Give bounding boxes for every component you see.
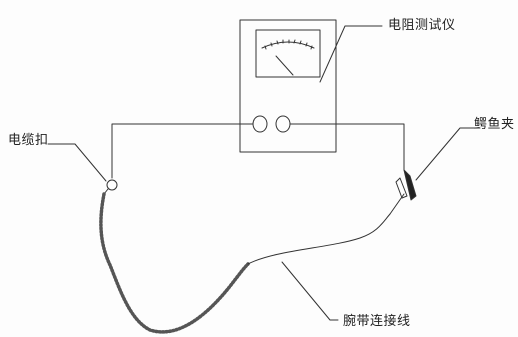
clip-callout-line [415, 127, 481, 181]
tester-callout-line [319, 25, 383, 83]
alligator-clip-icon [389, 169, 417, 215]
resistance-tester-label: 电阻测试仪 [388, 18, 456, 33]
alligator-clip-label: 鳄鱼夹 [474, 117, 515, 132]
cable-buckle-label: 电缆扣 [8, 133, 49, 148]
resistance-tester-body [239, 19, 337, 153]
wristband-coiled-cord [100, 193, 249, 333]
wristband-connecting-wire [247, 213, 391, 265]
cable-buckle-icon [106, 179, 118, 191]
band-callout-line [281, 261, 339, 321]
meter-scale-arc [261, 41, 315, 49]
right-terminal [275, 115, 291, 133]
tester-to-buckle-wire [111, 123, 254, 179]
coil-texture [99, 192, 250, 334]
meter-needle [275, 55, 294, 76]
meter-scale-ticks [264, 39, 313, 50]
meter-window [255, 29, 321, 78]
wristband-cable-label: 腕带连接线 [343, 314, 411, 329]
left-terminal [252, 115, 268, 133]
buckle-callout-line [47, 143, 107, 182]
tester-to-clip-wire [289, 123, 405, 171]
